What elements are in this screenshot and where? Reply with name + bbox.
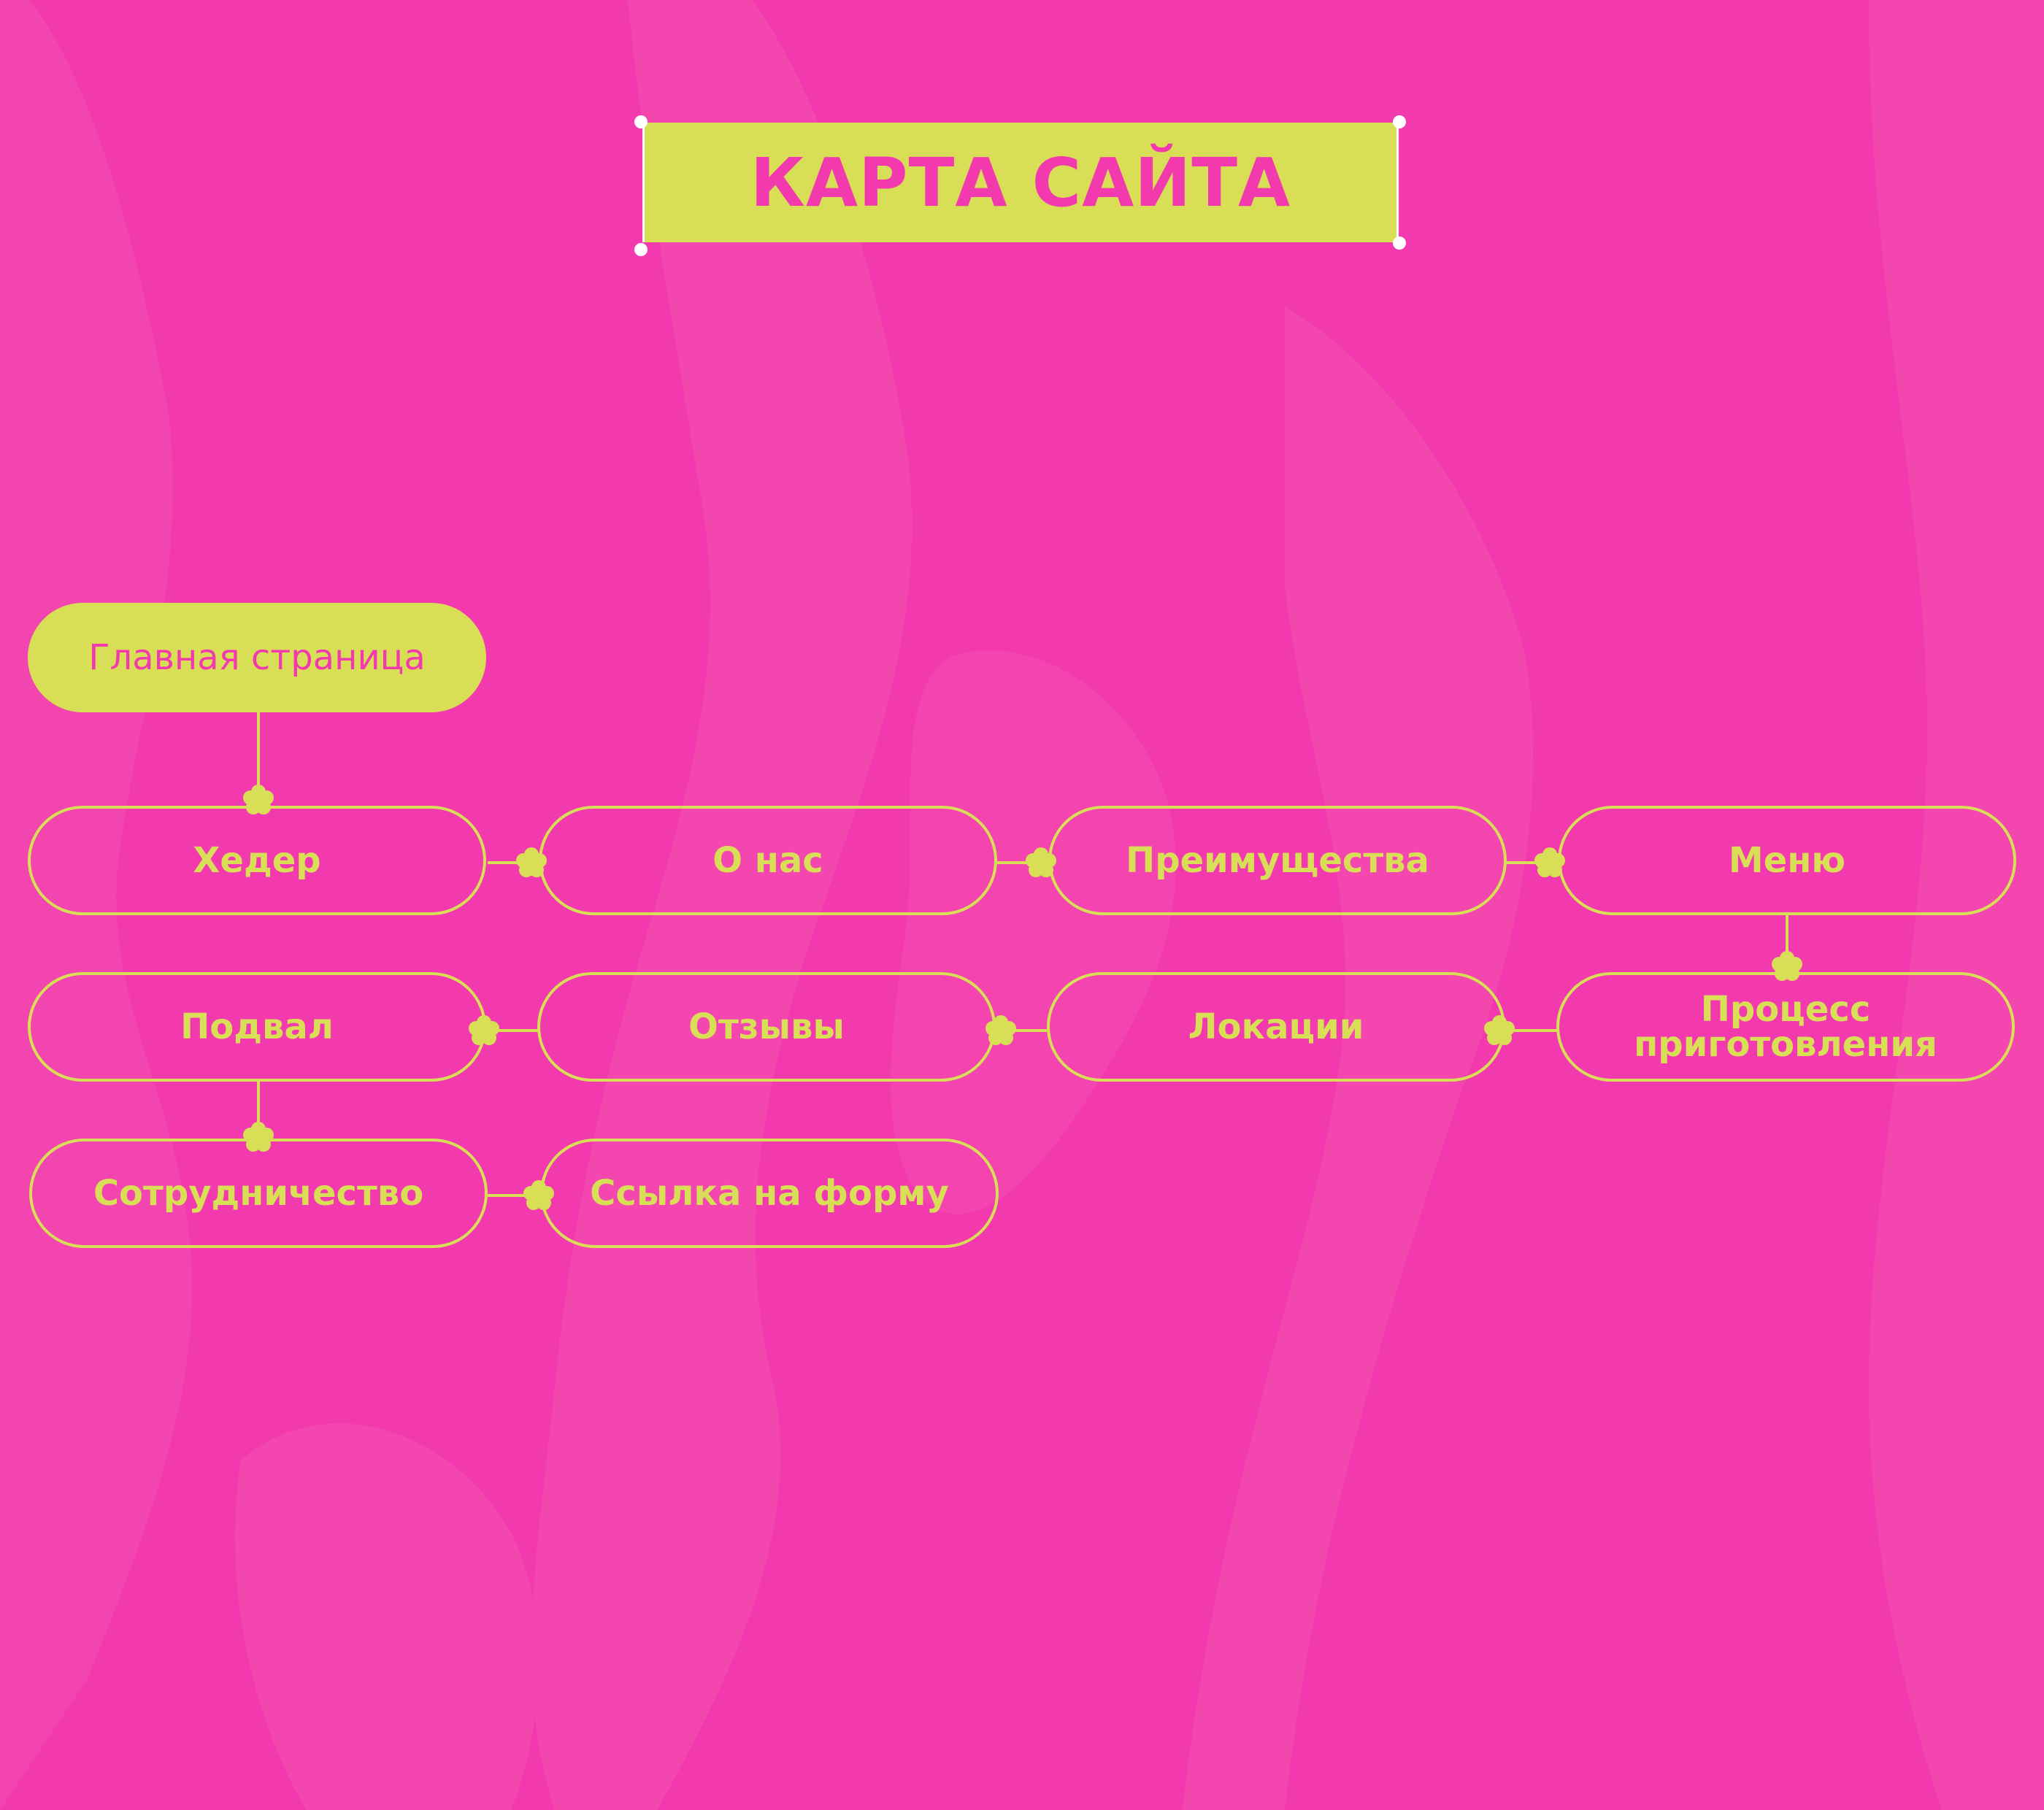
node-label: Подвал <box>180 1006 334 1047</box>
selection-handle-bottom-right[interactable] <box>1393 236 1406 250</box>
flower-icon <box>516 847 547 877</box>
sitemap-title-box[interactable]: КАРТА САЙТА <box>642 123 1399 242</box>
connector-about-advantages <box>997 861 1048 864</box>
node-advantages[interactable]: Преимущества <box>1048 806 1507 915</box>
flower-icon <box>1772 951 1802 981</box>
node-label: Сотрудничество <box>93 1173 424 1214</box>
flower-icon <box>243 1122 274 1152</box>
connector-menu-process <box>1786 914 1788 971</box>
node-footer[interactable]: Подвал <box>28 972 486 1082</box>
flower-icon <box>243 785 274 814</box>
node-label-line1: Процесс <box>1700 989 1871 1030</box>
node-label: Локации <box>1188 1006 1364 1047</box>
node-main-page[interactable]: Главная страница <box>28 603 486 712</box>
connector-process-locations <box>1505 1029 1557 1032</box>
flower-icon <box>523 1180 554 1210</box>
flower-icon <box>1484 1015 1515 1045</box>
flower-icon <box>986 1015 1016 1045</box>
node-reviews[interactable]: Отзывы <box>537 972 996 1082</box>
node-label: О нас <box>712 840 823 881</box>
node-label: Главная страница <box>88 637 426 678</box>
flower-icon <box>1534 847 1565 877</box>
node-label: Меню <box>1728 840 1846 881</box>
selection-handle-top-left[interactable] <box>634 115 648 128</box>
connector-main-header <box>257 712 260 803</box>
node-about[interactable]: О нас <box>539 806 997 915</box>
node-form-link[interactable]: Ссылка на форму <box>540 1139 999 1248</box>
node-label-line2: приготовления <box>1634 1024 1937 1065</box>
node-label: Ссылка на форму <box>590 1173 949 1214</box>
flower-icon <box>469 1015 499 1045</box>
connector-advantages-menu <box>1506 861 1559 864</box>
node-locations[interactable]: Локации <box>1047 972 1505 1082</box>
node-label: Хедер <box>193 840 321 881</box>
connector-locations-reviews <box>995 1029 1048 1032</box>
node-cooking-process[interactable]: Процесс приготовления <box>1556 972 2015 1082</box>
node-header[interactable]: Хедер <box>28 806 486 915</box>
node-label: Отзывы <box>688 1006 845 1047</box>
selection-handle-top-right[interactable] <box>1393 115 1406 128</box>
connector-header-about <box>488 861 539 864</box>
connector-reviews-footer <box>486 1029 539 1032</box>
node-cooperation[interactable]: Сотрудничество <box>29 1139 488 1248</box>
selection-handle-bottom-left[interactable] <box>634 243 648 256</box>
connector-footer-cooperation <box>257 1080 260 1139</box>
sitemap-title: КАРТА САЙТА <box>750 143 1291 222</box>
flower-icon <box>1026 847 1056 877</box>
connector-cooperation-form <box>488 1194 540 1197</box>
node-label: Преимущества <box>1126 840 1429 881</box>
node-menu[interactable]: Меню <box>1558 806 2016 915</box>
